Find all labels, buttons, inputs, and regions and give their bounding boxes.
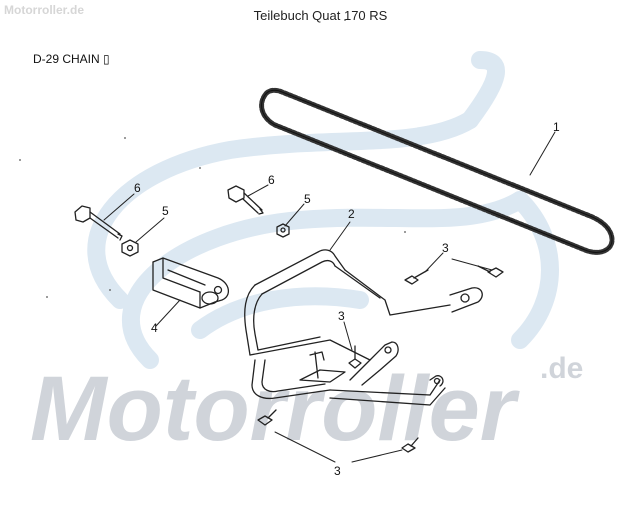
site-watermark: Motorroller.de — [4, 3, 85, 17]
watermark-text: Motorroller — [30, 358, 520, 460]
drive-chain — [259, 87, 615, 255]
bolt-left — [74, 205, 123, 241]
callout-6-right: 6 — [268, 173, 275, 187]
callout-5-left: 5 — [162, 204, 169, 218]
callout-3-bottom: 3 — [334, 464, 341, 478]
callout-1: 1 — [553, 120, 560, 134]
callout-3-middle: 3 — [338, 309, 345, 323]
scan-specks — [19, 19, 406, 298]
chain-guard-frame — [244, 249, 483, 406]
callout-4: 4 — [151, 321, 158, 335]
callout-5-right: 5 — [304, 192, 311, 206]
small-bolt-d — [257, 409, 277, 426]
small-bolt-e — [401, 437, 419, 453]
section-label: D-29 CHAIN ▯ — [33, 52, 110, 66]
callout-2: 2 — [348, 207, 355, 221]
callout-3-top: 3 — [442, 241, 449, 255]
leader-lines — [103, 131, 556, 463]
chain-adjuster-bracket — [152, 257, 229, 309]
nut-left — [121, 239, 139, 257]
bolt-right — [227, 185, 264, 215]
small-bolt-c — [348, 345, 362, 369]
document-title: Teilebuch Quat 170 RS — [253, 8, 388, 23]
nut-right — [276, 223, 290, 238]
callout-6-left: 6 — [134, 181, 141, 195]
watermark-suffix: .de — [540, 352, 583, 385]
